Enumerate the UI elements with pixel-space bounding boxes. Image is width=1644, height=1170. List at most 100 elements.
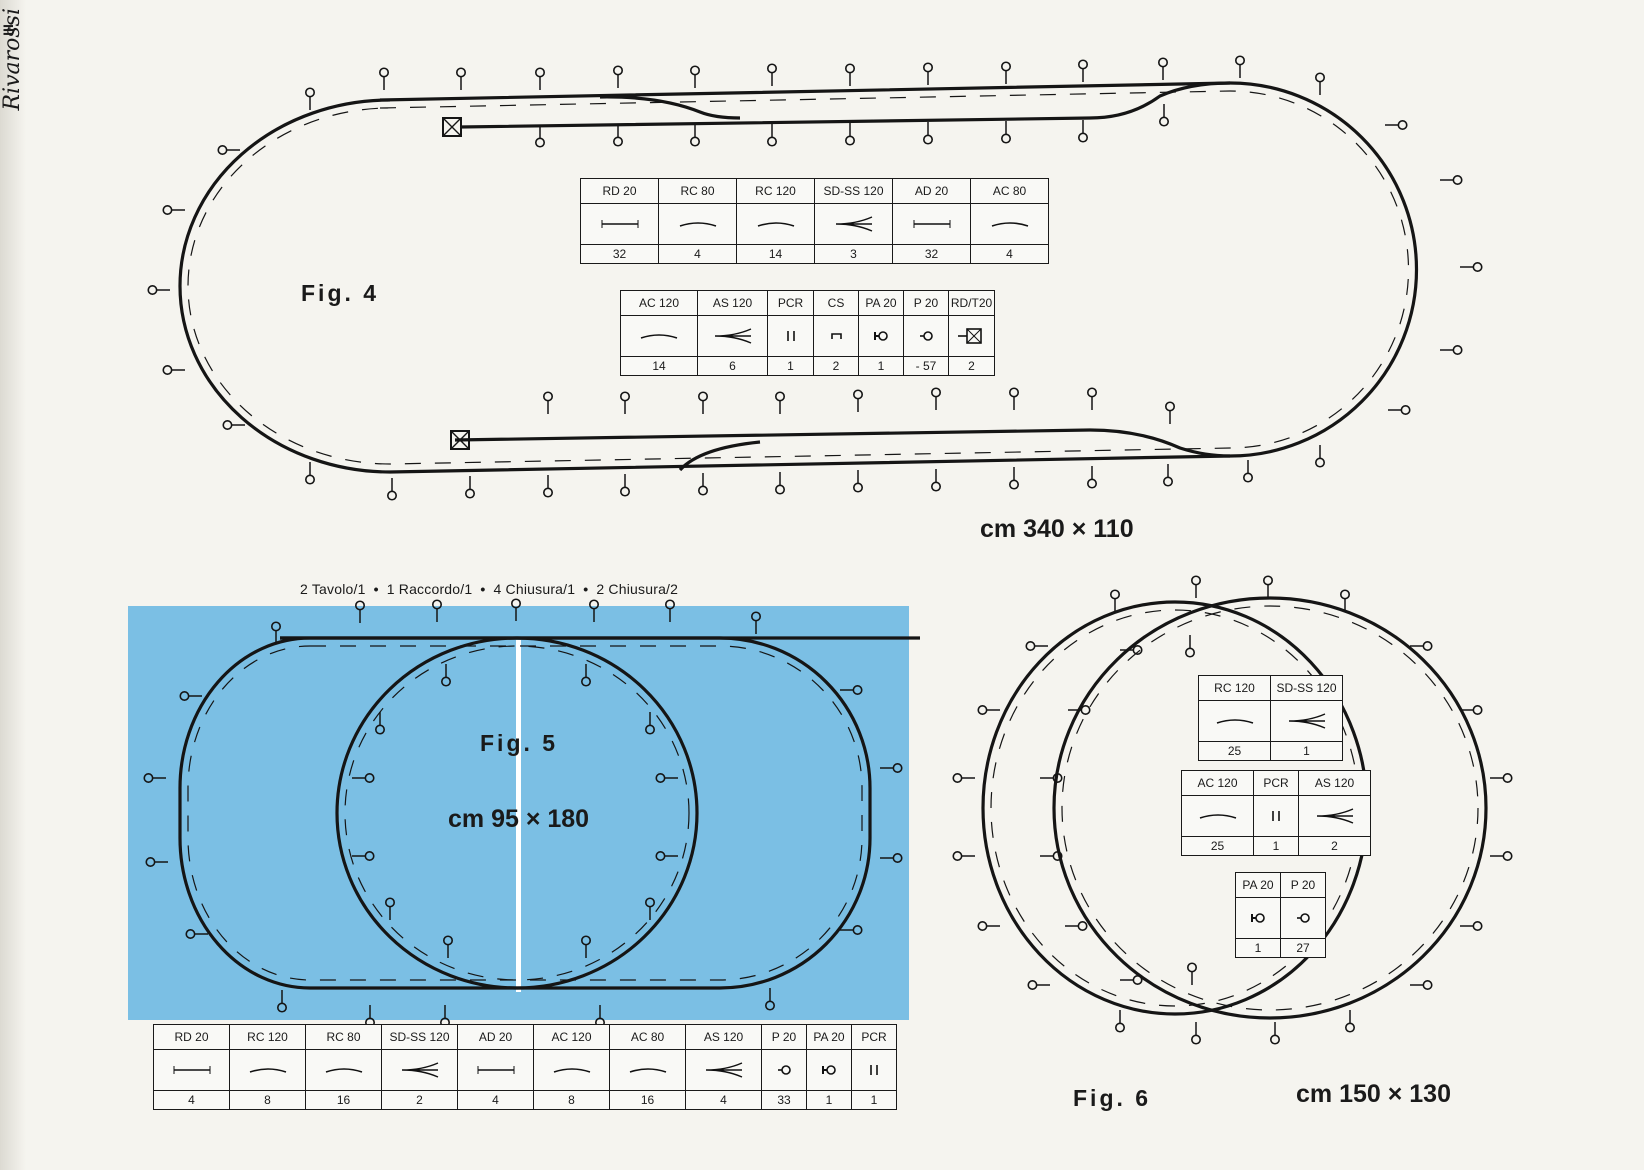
part-symbol-cell [153, 1049, 230, 1091]
part-quantity-cell: 25 [1198, 741, 1271, 761]
part-quantity-cell: 3 [814, 244, 893, 264]
pole-icon [1235, 55, 1246, 66]
part-symbol-cell [858, 315, 904, 357]
pole-icon [442, 935, 453, 946]
fig5-label: Fig. 5 [480, 730, 559, 756]
pole-icon [1472, 920, 1483, 931]
curve-track-icon [640, 334, 678, 339]
pole-icon [1052, 850, 1063, 861]
part-code-cell: P 20 [1280, 872, 1326, 898]
pole-icon [374, 724, 385, 735]
part-quantity-cell: 8 [533, 1090, 610, 1110]
fig5-inner-loop [335, 636, 699, 990]
pole-icon [542, 487, 553, 498]
pole-icon [1452, 344, 1463, 355]
part-code-cell: AS 120 [685, 1024, 762, 1050]
buffer-stop-icon [450, 430, 470, 450]
part-code-cell: RC 120 [736, 178, 815, 204]
pole-icon [689, 136, 700, 147]
fig6-label: Fig. 6 [1073, 1085, 1152, 1111]
switch-icon [1288, 713, 1325, 729]
fig5-dimensions: cm 95 × 180 [448, 805, 590, 833]
part-quantity-cell: 25 [1181, 836, 1254, 856]
fig4-dimensions: cm 340 × 110 [980, 515, 1134, 543]
pole-icon [1025, 640, 1036, 651]
pole-icon [1027, 979, 1038, 990]
part-code-cell: PCR [851, 1024, 897, 1050]
part-code-cell: AC 120 [620, 290, 698, 316]
part-quantity-cell: 32 [892, 244, 971, 264]
part-code-cell: PA 20 [858, 290, 904, 316]
part-symbol-cell [609, 1049, 686, 1091]
pole-icon [1472, 704, 1483, 715]
part-code-cell: CS [813, 290, 859, 316]
pole-icon [384, 897, 395, 908]
guide-dash-line [187, 645, 863, 981]
pole-icon [162, 364, 173, 375]
accessory-item: 1 Raccordo/1 [386, 581, 473, 597]
pole-icon [378, 67, 389, 78]
pole-icon [542, 391, 553, 402]
lamp-post-icon [1251, 913, 1265, 923]
pole-icon [534, 137, 545, 148]
part-quantity-cell: 4 [685, 1090, 762, 1110]
pole-icon [766, 63, 777, 74]
pole-icon [179, 690, 190, 701]
pole-icon [892, 762, 903, 773]
pole-icon [1400, 404, 1411, 415]
pole-icon [844, 135, 855, 146]
pole-icon [977, 704, 988, 715]
fig5-accessories-list: 2 Tavolo/1•1 Raccordo/1•4 Chiusura/1•2 C… [300, 581, 679, 597]
pole-icon [764, 1000, 775, 1011]
part-quantity-cell: 8 [229, 1090, 306, 1110]
pole-icon [222, 419, 233, 430]
pole-icon [1422, 979, 1433, 990]
fig4-siding-bottom [454, 428, 1231, 458]
part-symbol-cell [1253, 795, 1299, 837]
part-quantity-cell: 1 [806, 1090, 852, 1110]
pole-icon [1187, 962, 1198, 973]
part-symbol-cell [767, 315, 814, 357]
pole-icon [1132, 644, 1143, 655]
part-symbol-cell [305, 1049, 382, 1091]
pole-icon [1315, 72, 1326, 83]
pole-icon [930, 387, 941, 398]
part-quantity-cell: 1 [1253, 836, 1299, 856]
pole-icon [1422, 640, 1433, 651]
part-symbol-cell [1298, 795, 1371, 837]
straight-track-icon [601, 220, 638, 228]
pole-icon [364, 850, 375, 861]
part-code-cell: AC 80 [970, 178, 1049, 204]
curve-track-icon [679, 222, 716, 227]
part-code-cell: AC 80 [609, 1024, 686, 1050]
pole-icon [304, 87, 315, 98]
switch-icon [1316, 808, 1353, 824]
part-quantity-cell: 4 [970, 244, 1049, 264]
part-symbol-cell [229, 1049, 306, 1091]
accessory-item: 4 Chiusura/1 [493, 581, 576, 597]
part-symbol-cell [1270, 700, 1343, 742]
pole-icon [1077, 920, 1088, 931]
rail-joiner-icon [786, 331, 795, 341]
pole-icon [1185, 647, 1196, 658]
part-code-cell: AD 20 [892, 178, 971, 204]
pole-icon [1110, 589, 1121, 600]
part-quantity-cell: 4 [153, 1090, 230, 1110]
pole-icon [655, 772, 666, 783]
part-code-cell: SD-SS 120 [381, 1024, 458, 1050]
pole-icon [920, 331, 933, 341]
part-code-cell: PA 20 [806, 1024, 852, 1050]
parts-row-icons [153, 1049, 897, 1091]
pole-icon [1080, 704, 1091, 715]
part-symbol-cell [761, 1049, 807, 1091]
fig4-label: Fig. 4 [301, 280, 380, 306]
part-code-cell: RC 120 [229, 1024, 306, 1050]
straight-track-icon [477, 1066, 514, 1074]
pole-icon [276, 1002, 287, 1013]
pole-icon [217, 145, 228, 156]
pole-icon [1191, 1034, 1202, 1045]
parts-row-icons [1198, 700, 1343, 742]
